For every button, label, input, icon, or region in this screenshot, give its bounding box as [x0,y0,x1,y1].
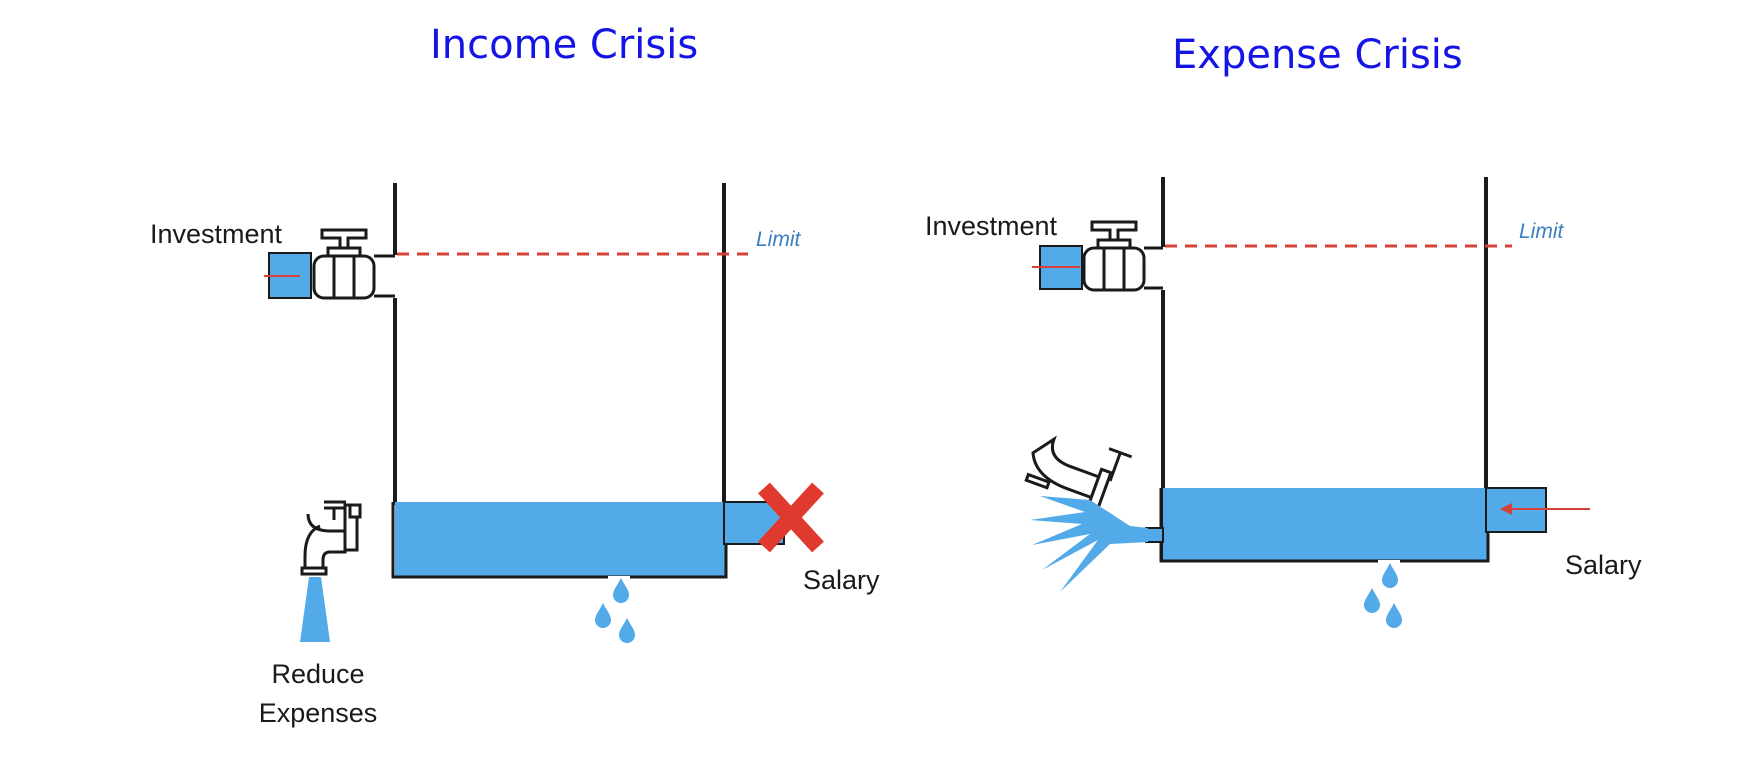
blocked-cross-icon [758,482,824,553]
reduce-label-line2: Expenses [258,698,378,728]
limit-label: Limit [1519,220,1564,243]
panel-title-income-crisis: Income Crisis [430,22,699,68]
salary-label: Salary [803,565,880,595]
investment-faucet-icon [312,228,376,300]
water-drops-icon [595,576,635,643]
investment-label: Investment [150,219,283,249]
reduce-expenses-label: Reduce Expenses [253,655,383,733]
salary-label: Salary [1565,550,1642,580]
investment-label: Investment [925,211,1058,241]
reduce-label-line1: Reduce [271,659,365,689]
investment-faucet-icon [1082,220,1146,292]
limit-label: Limit [756,228,801,251]
water-spray [1030,496,1148,592]
expense-crisis-panel [1024,177,1590,628]
expense-tap-icon [300,500,362,576]
panel-title-expense-crisis: Expense Crisis [1172,32,1463,78]
water-level [1163,488,1487,561]
water-drops-icon [1364,560,1402,628]
income-crisis-panel [264,183,824,643]
water-level [395,502,725,577]
water-stream [300,577,330,642]
